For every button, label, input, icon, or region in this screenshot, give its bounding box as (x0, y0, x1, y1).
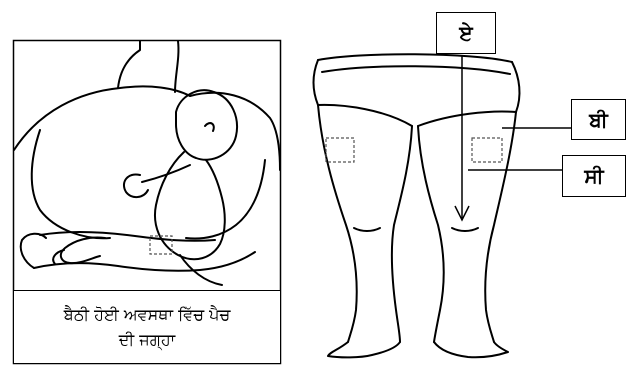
label-b-box: ਬੀ (571, 99, 626, 140)
waistband-bottom (322, 66, 510, 74)
caption-line-2: ਦੀ ਜਗ੍ਹਾ (64, 327, 231, 352)
hip-right (512, 62, 519, 112)
hip-left (314, 60, 319, 105)
right-leg-outer (485, 112, 516, 342)
right-foot (434, 342, 508, 357)
label-c-text: ਸੀ (584, 164, 603, 188)
label-a-box: ਏ (436, 12, 496, 54)
label-b-text: ਬੀ (589, 108, 608, 132)
patch-marker-thigh-left (326, 138, 354, 162)
patch-marker-thigh-right (472, 138, 502, 162)
left-foot (328, 342, 400, 357)
label-a-text: ਏ (459, 21, 472, 45)
legs-front-view-illustration (314, 54, 520, 357)
right-knee (452, 228, 478, 231)
waistband-top (318, 54, 512, 62)
right-leg-inner (418, 126, 444, 342)
arrow-from-label-a (455, 56, 469, 220)
left-leg-outer (318, 105, 357, 342)
left-leg-inner (392, 126, 412, 342)
label-c-box: ਸੀ (562, 155, 626, 197)
caption-line-1: ਬੈਠੀ ਹੋਈ ਅਵਸਥਾ ਵਿੱਚ ਪੈਚ (64, 302, 231, 327)
brief-edge-left (318, 105, 412, 126)
brief-edge-right (418, 112, 516, 126)
seated-position-caption: ਬੈਠੀ ਹੋਈ ਅਵਸਥਾ ਵਿੱਚ ਪੈਚ ਦੀ ਜਗ੍ਹਾ (13, 290, 281, 364)
left-knee (354, 228, 380, 231)
